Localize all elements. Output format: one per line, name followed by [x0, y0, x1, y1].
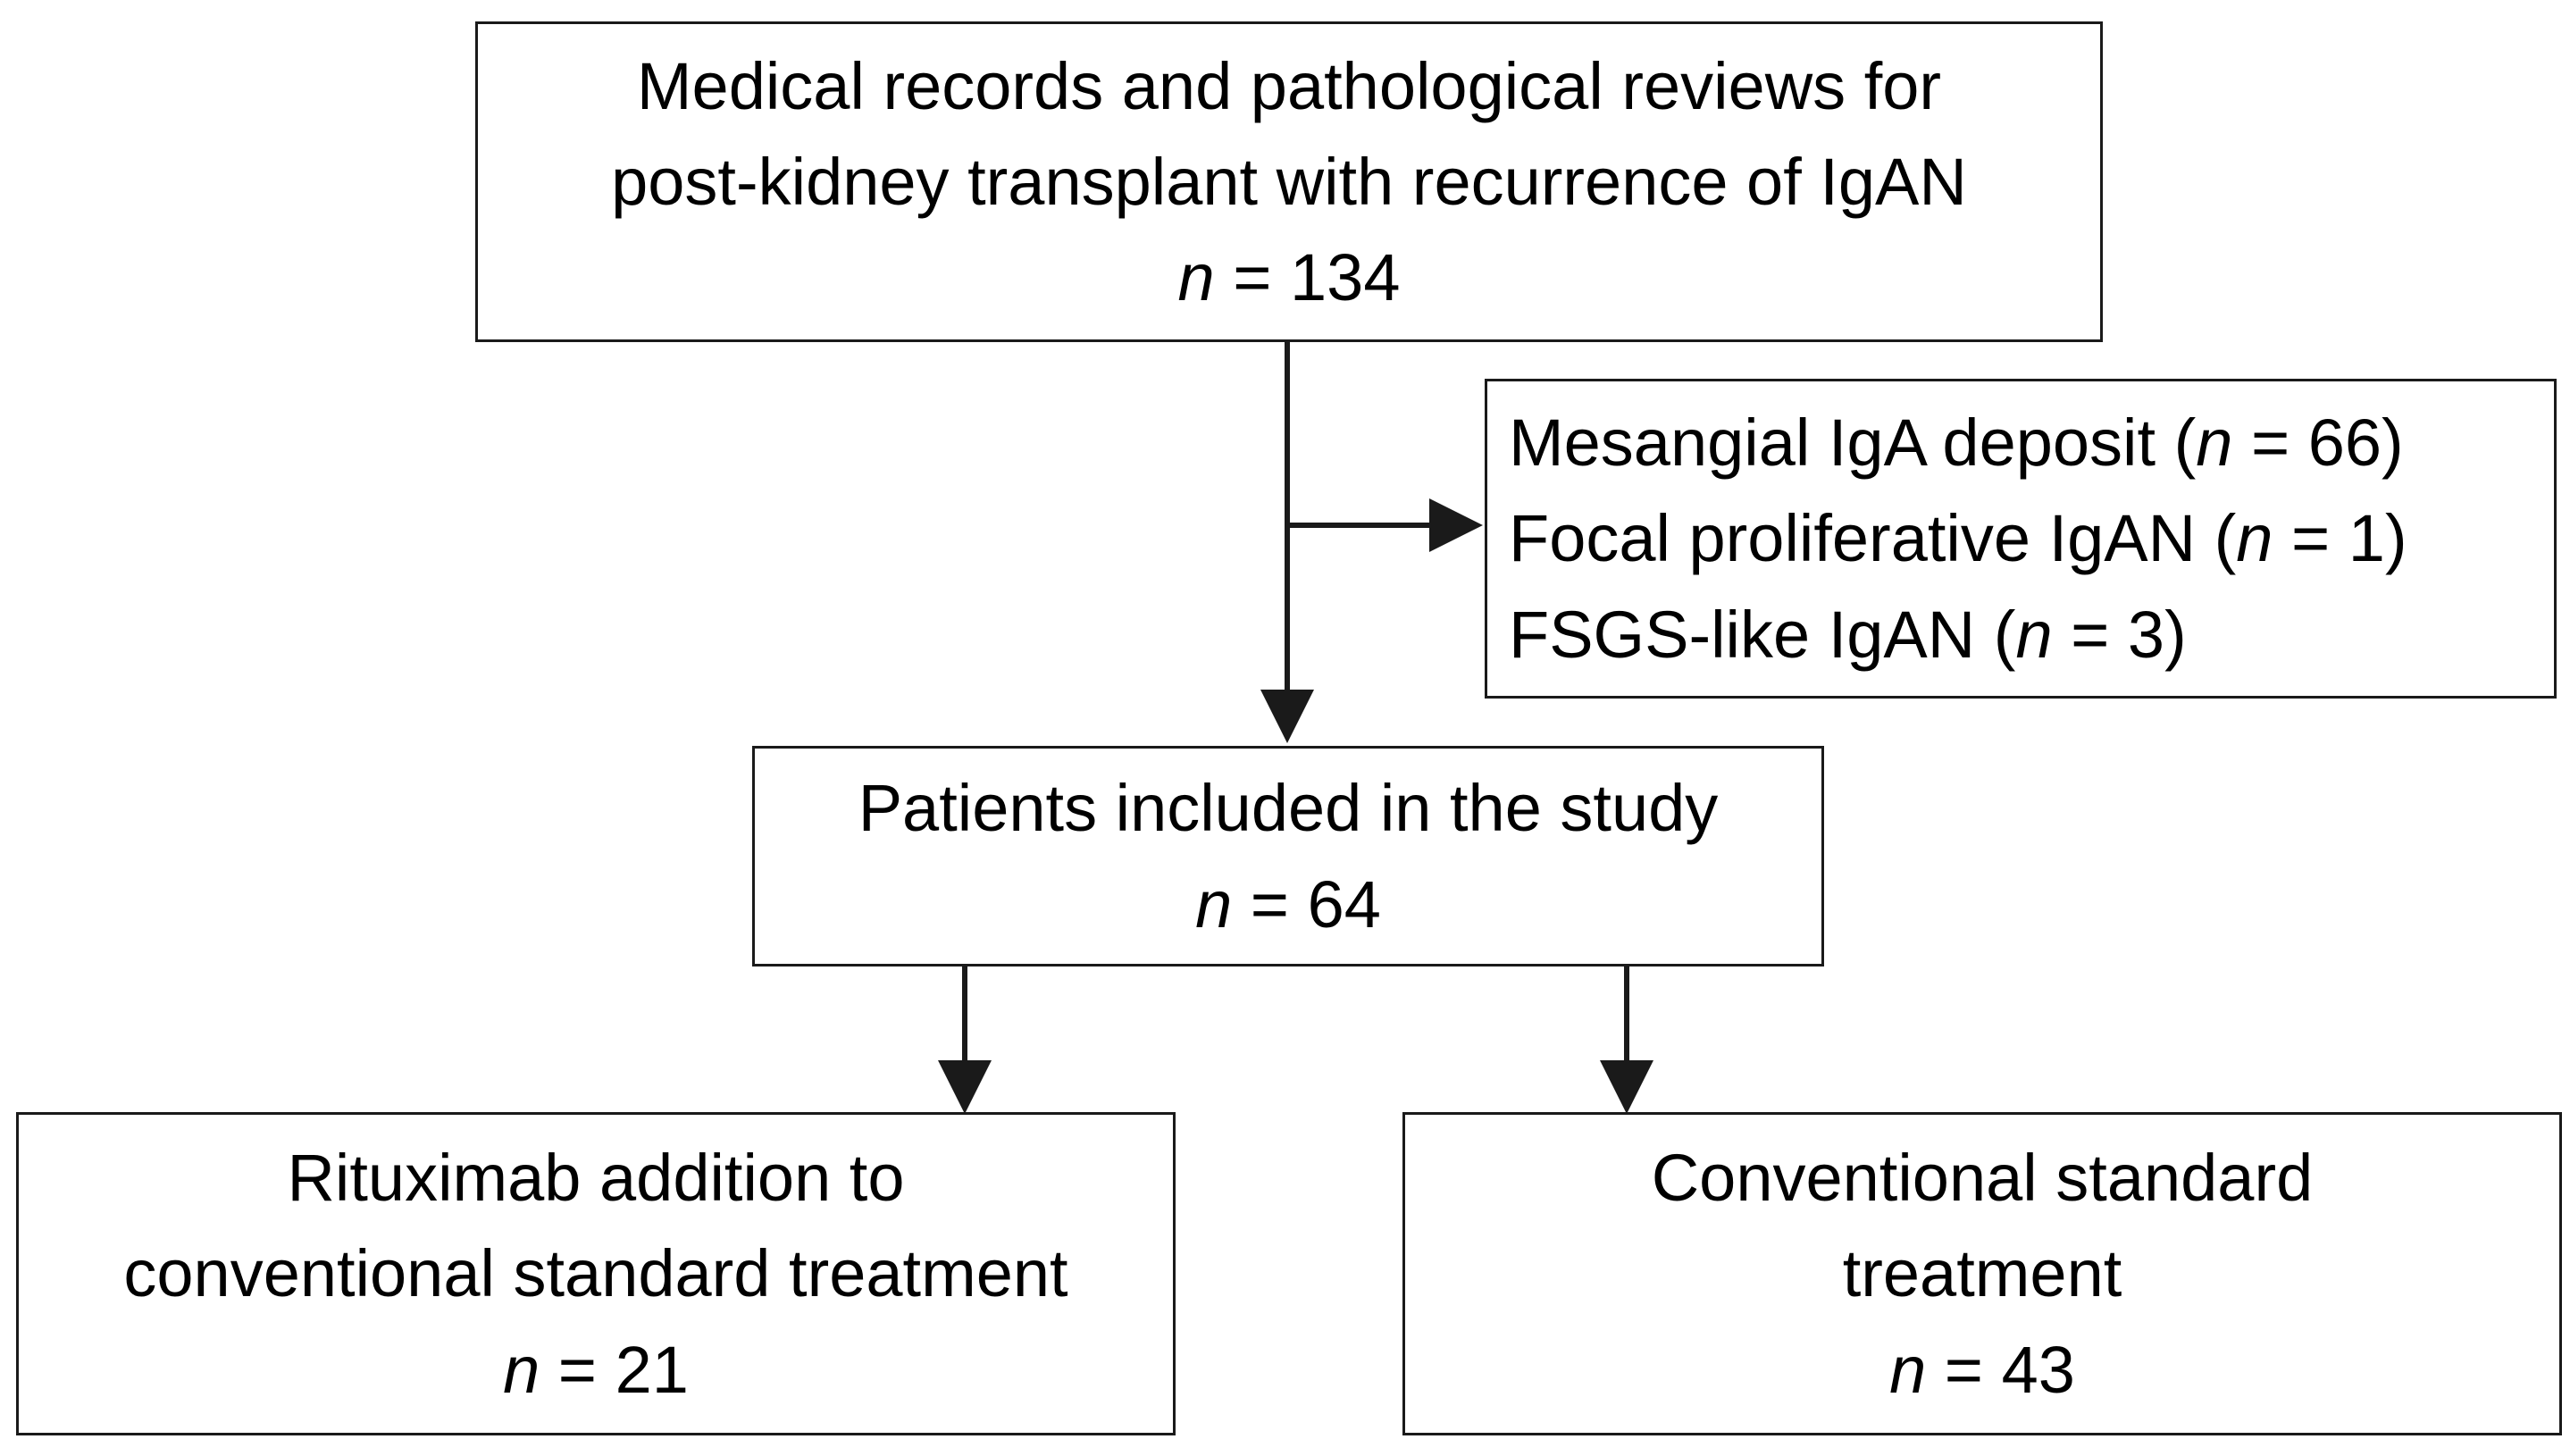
excluded-item-focal: Focal proliferative IgAN (n = 1) [1509, 501, 2407, 576]
records-count: n = 134 [1177, 240, 1401, 315]
box-rituximab: Rituximab addition to conventional stand… [16, 1112, 1176, 1435]
records-line-2: post-kidney transplant with recurrence o… [611, 144, 1967, 219]
records-line-1: Medical records and pathological reviews… [636, 48, 1942, 123]
box-excluded: Mesangial IgA deposit (n = 66) Focal pro… [1485, 379, 2557, 699]
included-line-1: Patients included in the study [858, 771, 1719, 846]
rituximab-count: n = 21 [503, 1332, 689, 1407]
rituximab-line-2: conventional standard treatment [123, 1236, 1068, 1311]
box-conventional: Conventional standard treatment n = 43 [1402, 1112, 2562, 1435]
rituximab-line-1: Rituximab addition to [287, 1141, 905, 1216]
excluded-item-fsgs: FSGS-like IgAN (n = 3) [1509, 597, 2187, 672]
excluded-item-mesangial: Mesangial IgA deposit (n = 66) [1509, 406, 2404, 481]
conventional-line-1: Conventional standard [1651, 1141, 2314, 1216]
conventional-line-2: treatment [1842, 1236, 2122, 1311]
included-count: n = 64 [1195, 866, 1381, 941]
box-medical-records: Medical records and pathological reviews… [475, 21, 2103, 342]
conventional-count: n = 43 [1889, 1332, 2075, 1407]
box-included: Patients included in the study n = 64 [752, 746, 1824, 966]
